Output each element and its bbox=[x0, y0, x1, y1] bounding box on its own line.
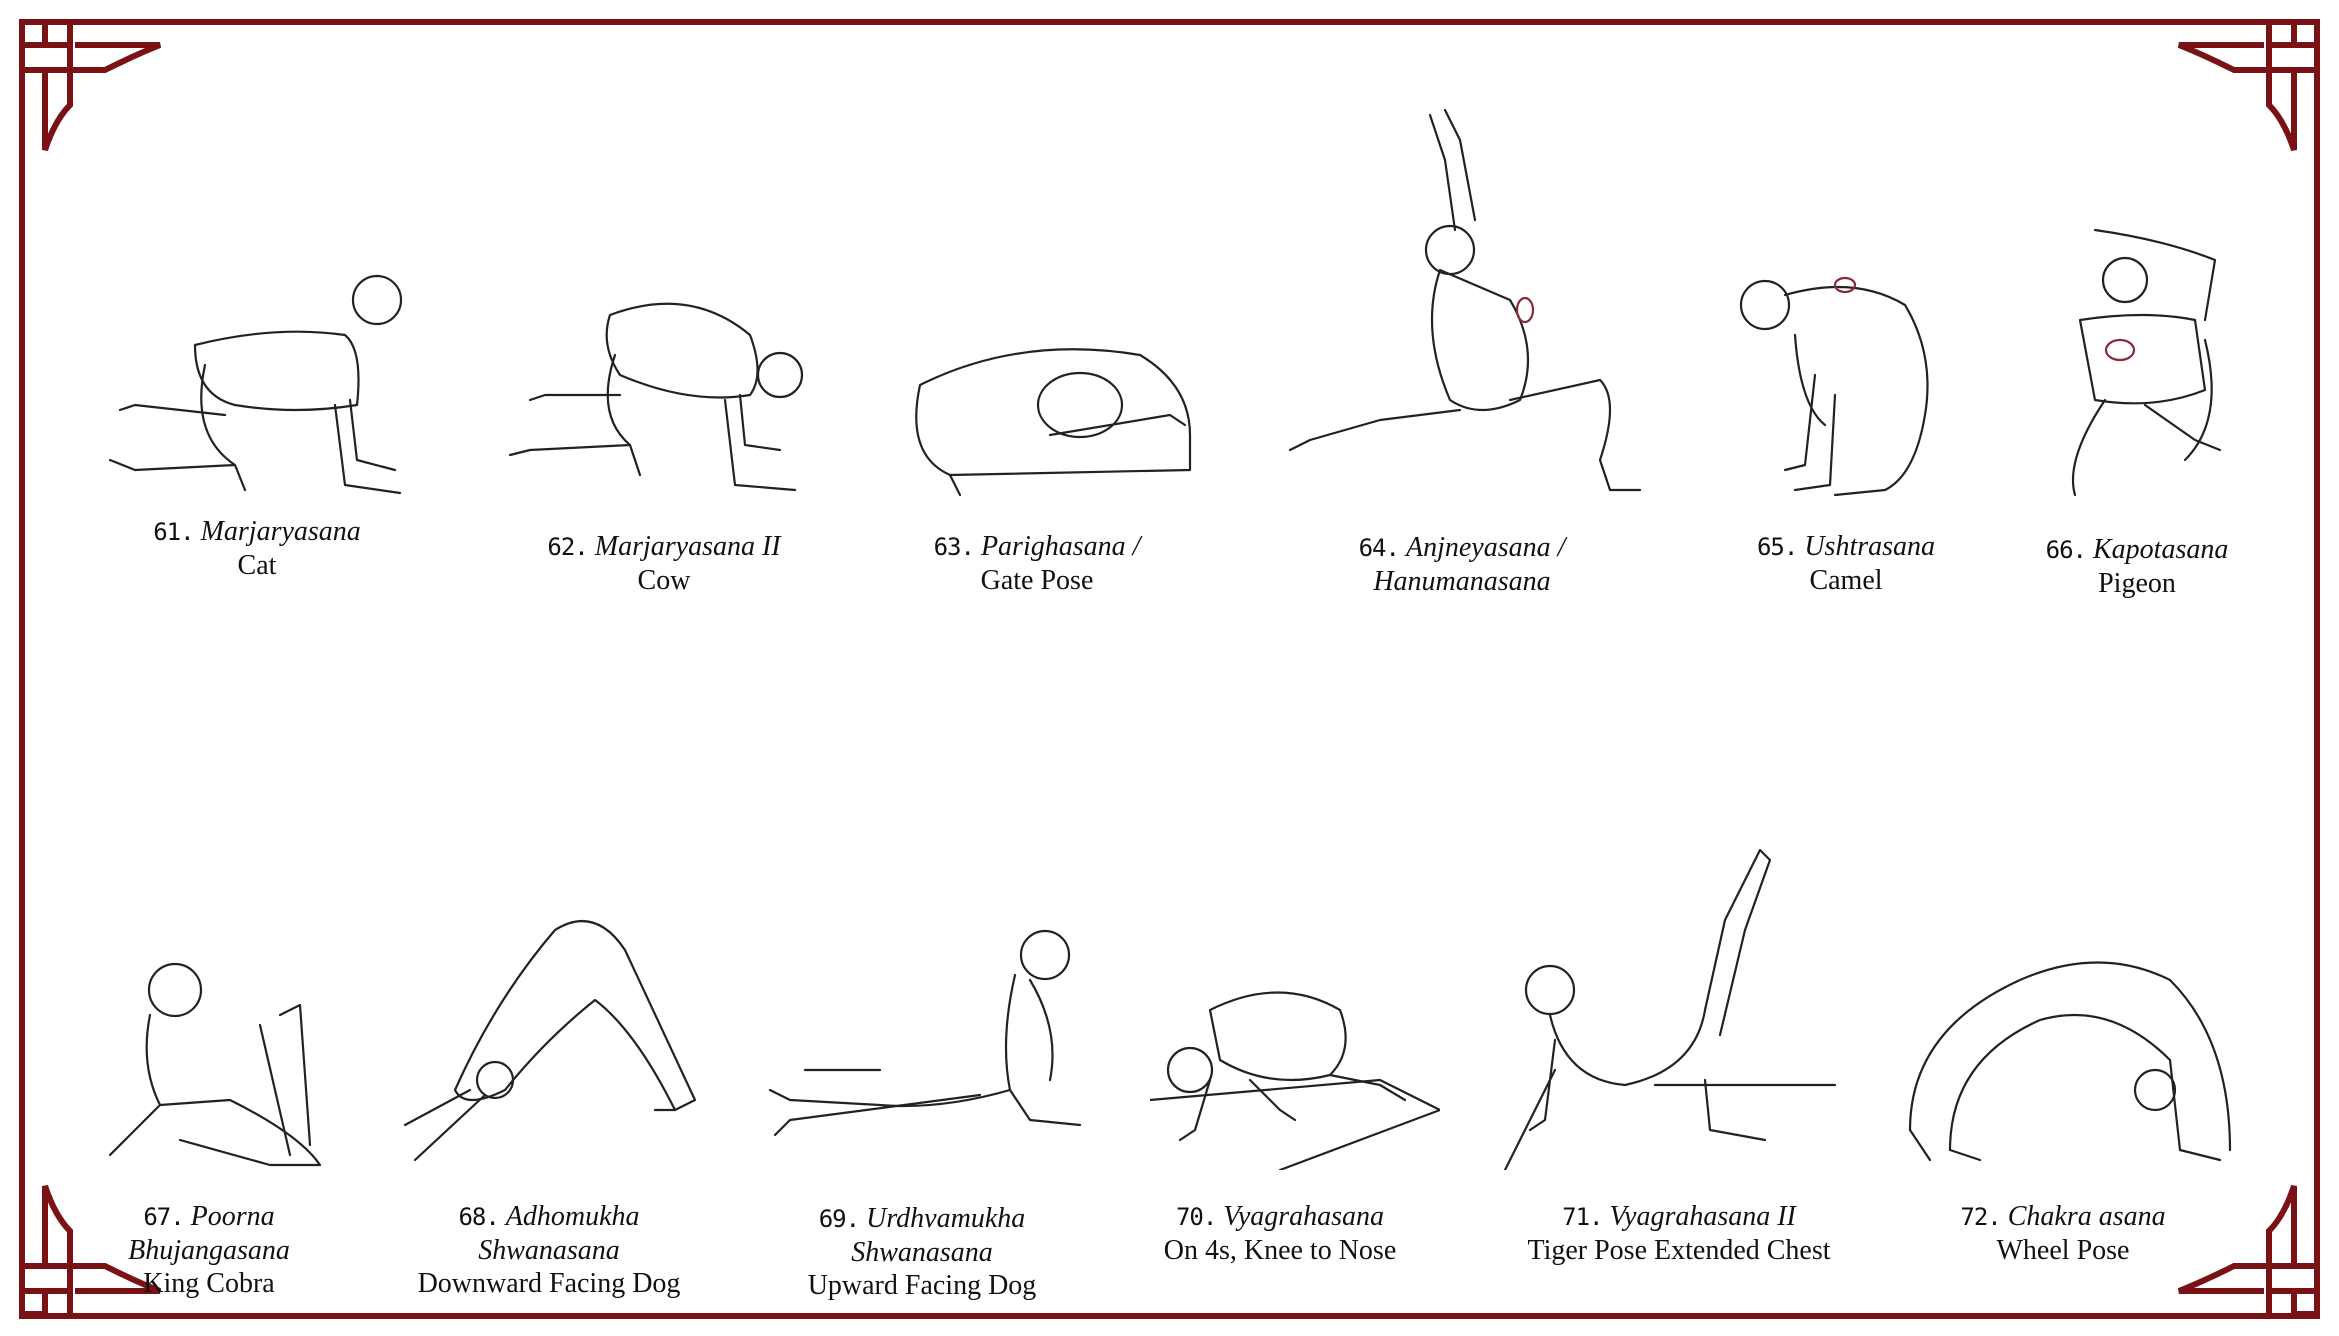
pose-64-anjneyasana-illustration bbox=[1288, 108, 1642, 492]
sanskrit-name: Poorna bbox=[190, 1201, 275, 1232]
pose-caption-72: 72. Chakra asana Wheel Pose bbox=[1960, 1200, 2165, 1267]
pose-number: 64. bbox=[1358, 534, 1400, 562]
pose-70-knee-to-nose-illustration bbox=[1150, 991, 1440, 1170]
pose-66-pigeon-illustration bbox=[2071, 228, 2222, 497]
pose-caption-63: 63. Parighasana / Gate Pose bbox=[934, 530, 1141, 597]
sanskrit-name-2: Bhujangasana bbox=[128, 1235, 290, 1266]
pose-68-downward-dog-illustration bbox=[403, 920, 697, 1162]
pose-number: 63. bbox=[933, 533, 975, 561]
english-name: Camel bbox=[1809, 565, 1883, 596]
pose-61-cat-illustration bbox=[108, 274, 403, 495]
pose-number: 72. bbox=[1960, 1203, 2001, 1231]
english-name: King Cobra bbox=[143, 1268, 275, 1299]
sanskrit-name: Urdhvamukha bbox=[866, 1203, 1026, 1234]
pose-caption-67: 67. Poorna Bhujangasana King Cobra bbox=[128, 1200, 290, 1300]
pose-number: 65. bbox=[1756, 533, 1798, 561]
english-name: On 4s, Knee to Nose bbox=[1163, 1235, 1397, 1266]
pose-caption-64: 64. Anjneyasana / Hanumanasana bbox=[1359, 531, 1566, 598]
pose-number: 67. bbox=[143, 1203, 184, 1231]
sanskrit-name: Chakra asana bbox=[2007, 1201, 2166, 1232]
sanskrit-name: Anjneyasana / bbox=[1405, 532, 1566, 563]
pose-number: 71. bbox=[1562, 1203, 1603, 1231]
sanskrit-name: Adhomukha bbox=[505, 1201, 640, 1232]
sanskrit-name-2: Shwanasana bbox=[478, 1235, 620, 1266]
english-name: Cow bbox=[637, 565, 691, 596]
pose-caption-71: 71. Vyagrahasana II Tiger Pose Extended … bbox=[1527, 1200, 1830, 1267]
english-name: Pigeon bbox=[2098, 568, 2176, 599]
corner-ornament bbox=[19, 19, 162, 151]
english-name: Cat bbox=[237, 550, 277, 581]
pose-number: 61. bbox=[153, 518, 194, 546]
pose-caption-65: 65. Ushtrasana Camel bbox=[1757, 530, 1935, 597]
pose-number: 69. bbox=[818, 1205, 860, 1233]
pose-caption-61: 61. Marjaryasana Cat bbox=[153, 515, 361, 582]
pose-number: 62. bbox=[547, 533, 588, 561]
pose-63-gate-pose-illustration bbox=[915, 348, 1192, 497]
pose-number: 66. bbox=[2045, 536, 2087, 564]
pose-caption-69: 69. Urdhvamukha Shwanasana Upward Facing… bbox=[808, 1202, 1037, 1302]
pose-71-tiger-pose-illustration bbox=[1503, 848, 1837, 1170]
sanskrit-name-2: Shwanasana bbox=[851, 1237, 993, 1268]
sanskrit-name: Parighasana / bbox=[980, 531, 1141, 562]
sanskrit-name: Marjaryasana II bbox=[594, 531, 781, 562]
english-name: Wheel Pose bbox=[1996, 1235, 2130, 1266]
pose-caption-68: 68. Adhomukha Shwanasana Downward Facing… bbox=[418, 1200, 681, 1300]
pose-caption-70: 70. Vyagrahasana On 4s, Knee to Nose bbox=[1164, 1200, 1397, 1267]
pose-62-cow-illustration bbox=[508, 302, 804, 492]
pose-caption-66: 66. Kapotasana Pigeon bbox=[2046, 533, 2229, 600]
sanskrit-name: Ushtrasana bbox=[1804, 531, 1936, 562]
english-name: Tiger Pose Extended Chest bbox=[1527, 1235, 1831, 1266]
english-name: Downward Facing Dog bbox=[417, 1268, 681, 1299]
english-name: Gate Pose bbox=[980, 565, 1094, 596]
sanskrit-name-2: Hanumanasana bbox=[1373, 566, 1551, 597]
pose-number: 70. bbox=[1175, 1203, 1217, 1231]
sanskrit-name: Marjaryasana bbox=[200, 516, 361, 547]
sanskrit-name: Vyagrahasana II bbox=[1609, 1201, 1796, 1232]
pose-caption-62: 62. Marjaryasana II Cow bbox=[547, 530, 780, 597]
pose-number: 68. bbox=[458, 1203, 499, 1231]
pose-69-upward-dog-illustration bbox=[768, 929, 1082, 1137]
pose-67-king-cobra-illustration bbox=[108, 962, 322, 1167]
pose-72-wheel-pose-illustration bbox=[1908, 961, 2232, 1162]
border-frame bbox=[19, 19, 2320, 1319]
pose-65-camel-illustration bbox=[1739, 276, 1929, 497]
sanskrit-name: Kapotasana bbox=[2093, 534, 2229, 565]
english-name: Upward Facing Dog bbox=[807, 1270, 1037, 1301]
sanskrit-name: Vyagrahasana bbox=[1223, 1201, 1385, 1232]
